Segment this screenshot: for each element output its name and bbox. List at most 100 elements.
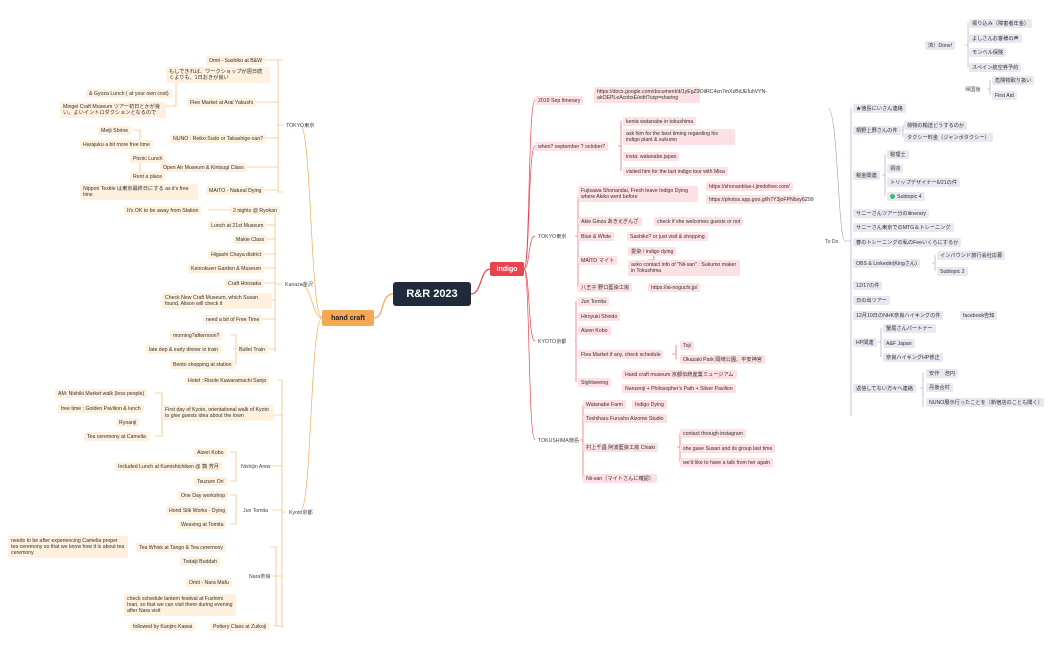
indigo-kyoto[interactable]: KYOTO京都 bbox=[538, 338, 567, 345]
kyoto-firstday[interactable]: First day of Kyoto, orientational walk o… bbox=[162, 405, 274, 421]
tokyo-node[interactable]: TOKYO東京 bbox=[286, 122, 315, 129]
todo-t10a[interactable]: facebook告知 bbox=[960, 311, 998, 321]
todo-done-1[interactable]: 振り込み（障害者年金） bbox=[969, 19, 1033, 29]
todo-t12c[interactable]: NUNO展示行ったことを（新宿店のことも聞く） bbox=[926, 398, 1044, 408]
todo-t11b[interactable]: A&F Japan bbox=[883, 339, 915, 349]
nara-todaiji[interactable]: Todaiji Buddah bbox=[180, 557, 221, 567]
indigo-aizome[interactable]: 愛染 / indigo dying bbox=[628, 247, 677, 257]
kanazawa-bullet[interactable]: Bullet Train bbox=[236, 345, 268, 355]
todo-t3[interactable]: 税金関連 bbox=[853, 171, 880, 181]
indigo-talk[interactable]: we'd like to have a talk from her again bbox=[680, 458, 773, 468]
todo-t2a[interactable]: 荷物の輸送どうするのか bbox=[904, 121, 968, 131]
indigo-node[interactable]: indigo bbox=[490, 262, 524, 276]
kyoto-jun[interactable]: Jun Tomita bbox=[243, 507, 268, 514]
todo-done-2[interactable]: よしさんお客様の声 bbox=[969, 34, 1022, 44]
kyoto-node[interactable]: Kyoto京都 bbox=[289, 509, 313, 516]
tokyo-mingei[interactable]: Mingei Craft Museum ツアー初日とかが良い。よいイントロダクシ… bbox=[60, 102, 166, 118]
indigo-nanzenji[interactable]: Nanzenji + Philosopher's Path + Silver P… bbox=[622, 384, 736, 394]
todo-after[interactable]: 帰国後 bbox=[965, 86, 981, 93]
indigo-visited[interactable]: visited him for the last indigo tour wit… bbox=[623, 167, 728, 177]
tokyo-meiji[interactable]: Meiji Shrine bbox=[98, 126, 132, 136]
tokyo-maito[interactable]: MAITO - Natural Dying bbox=[206, 186, 265, 196]
indigo-hiroyuki[interactable]: Hiroyuki Shindo bbox=[578, 312, 621, 322]
todo-t12[interactable]: 返信してない方々へ連絡 bbox=[853, 384, 916, 394]
tokyo-harajuku[interactable]: Harajuku a bit more free time bbox=[80, 140, 153, 150]
tokyo-openair[interactable]: Open Air Museum & Kintsugi Class bbox=[160, 163, 247, 173]
todo-after-1[interactable]: 危険物取り扱い bbox=[992, 76, 1035, 86]
indigo-hachioji[interactable]: 八王子 野口藍染工房 bbox=[578, 283, 633, 293]
indigo-okazaki[interactable]: Okazaki Park 岡崎公園、平安神宮 bbox=[680, 355, 765, 365]
todo-t11a[interactable]: 蟹尾さんパートナー bbox=[883, 324, 936, 334]
nara-kanjiro[interactable]: followed by Kanjiro Kawai bbox=[130, 622, 196, 632]
indigo-jun[interactable]: Jun Tomita bbox=[578, 297, 609, 307]
todo-done-3[interactable]: モンベル保険 bbox=[969, 48, 1007, 58]
todo-after-2[interactable]: First Aid bbox=[992, 91, 1017, 101]
todo-t3d[interactable]: Subtopic 4 bbox=[887, 192, 925, 202]
todo-t11[interactable]: HP関連 bbox=[853, 338, 877, 348]
todo-t1[interactable]: ★徳島にいさん連絡 bbox=[853, 104, 906, 114]
kanazawa-higashi[interactable]: Higashi Chaya district bbox=[208, 250, 265, 260]
todo-done[interactable]: 済）Done! bbox=[925, 41, 956, 51]
indigo-gave[interactable]: she gave Susan and its group last time bbox=[680, 444, 776, 454]
todo-t4[interactable]: サニーさんツアー分のitinerary bbox=[853, 209, 930, 219]
kanazawa-freetime[interactable]: need a bit of Free Time bbox=[203, 315, 263, 325]
indigo-blue[interactable]: Blue & White bbox=[578, 232, 614, 242]
indigo-handcraft[interactable]: Hand craft museum 京都伝統産業ミュージアム bbox=[622, 370, 737, 380]
nara-node[interactable]: Nara奈良 bbox=[249, 573, 271, 580]
tokyo-nuno[interactable]: NUNO : Reiko Sudo or Takashige-san? bbox=[170, 134, 267, 144]
indigo-welcome[interactable]: check if she welcomes guests or not bbox=[654, 217, 744, 227]
indigo-asko[interactable]: asko contact info of "Nii-san" : Sukumo … bbox=[628, 260, 740, 276]
kyoto-nishiki[interactable]: AM: Nishiki Market walk (less people) bbox=[55, 389, 148, 399]
kyoto-oneday[interactable]: One Day workshop bbox=[178, 491, 229, 501]
todo-t7b[interactable]: Subtopic 2 bbox=[937, 267, 968, 277]
tokyo-flea[interactable]: Flee Market at Arai Yakushi bbox=[187, 98, 256, 108]
kanazawa-kenrokuen[interactable]: Kenrokuen Garden & Museum bbox=[188, 264, 265, 274]
kyoto-weaving[interactable]: Weaving at Tomita bbox=[178, 520, 227, 530]
indigo-fujisawa[interactable]: Fujisawa Shonandai, Fresh leave Indigo D… bbox=[578, 186, 698, 202]
indigo-url1[interactable]: https://shonanblue-i.jimdofree.com/ bbox=[706, 182, 793, 192]
indigo-tokushima[interactable]: TOKUSHIMA徳島 bbox=[538, 437, 580, 444]
nara-needs[interactable]: needs to be after experiencing Camelia p… bbox=[8, 536, 128, 559]
todo-t10[interactable]: 12月10日のNHK奈良ハイキングの件 bbox=[853, 311, 944, 321]
indigo-niisan[interactable]: Nii-san（マイトさんに確認） bbox=[583, 474, 658, 484]
indigo-sashiko[interactable]: Sashiko? or just visit & shopping bbox=[627, 232, 708, 242]
indigo-insta[interactable]: insta: watanabe.japan bbox=[623, 152, 680, 162]
tokyo-omit[interactable]: Omit - Sashiko at B&W bbox=[206, 56, 266, 66]
tokyo-nippori[interactable]: Nippori Textile は東京最終日にする as it's free t… bbox=[80, 184, 198, 200]
indigo-sep[interactable]: 2019 Sep Itinerary bbox=[535, 96, 584, 106]
indigo-maito[interactable]: MAITO マイト bbox=[578, 256, 618, 266]
todo-t2b[interactable]: タクシー料金（ジャンボタクシー） bbox=[904, 133, 993, 143]
todo-node[interactable]: To Do bbox=[825, 238, 839, 245]
kyoto-camelia[interactable]: Tea ceremony at Camelia bbox=[84, 432, 149, 442]
todo-t3c[interactable]: トリップデザイナー6/21の件 bbox=[887, 178, 961, 188]
nara-lantern[interactable]: check schedule lantern festival at Fushi… bbox=[124, 594, 236, 617]
todo-t3b[interactable]: 領収 bbox=[887, 164, 904, 174]
tokyo-rent[interactable]: Rent a place bbox=[130, 172, 166, 182]
kanazawa-node[interactable]: Kanaza金沢 bbox=[285, 281, 313, 288]
indigo-url2[interactable]: https://photos.app.goo.gl/h7Y3joFPNbxy6Z… bbox=[706, 195, 814, 205]
todo-t2[interactable]: 桐野上野さんの件 bbox=[853, 126, 901, 136]
indigo-askhim[interactable]: ask him for the best timing regarding hi… bbox=[623, 129, 735, 145]
kanazawa-newcraft[interactable]: Check New Craft Museum, which Susan foun… bbox=[162, 293, 272, 309]
todo-t12b[interactable]: 丹後合村 bbox=[926, 383, 953, 393]
indigo-sight[interactable]: Sightseeing bbox=[578, 378, 612, 388]
indigo-contact[interactable]: contact through instagram bbox=[680, 429, 746, 439]
todo-t7a[interactable]: インバウンド旅行会社応募 bbox=[937, 251, 1006, 261]
todo-t6[interactable]: 春のトレーニングの私のFeeいくらにするか bbox=[853, 238, 962, 248]
tokyo-gyoza[interactable]: & Gyoza Lunch ( at your own cost) bbox=[86, 89, 172, 99]
todo-t7[interactable]: OBS & Linkedin(Kingさん) bbox=[853, 259, 920, 269]
todo-t8[interactable]: 12/17の件 bbox=[853, 281, 883, 291]
indigo-toji[interactable]: Toji bbox=[680, 341, 694, 351]
indigo-aizen[interactable]: Aizen Kobo bbox=[578, 326, 611, 336]
nara-whisk[interactable]: Tea Whisk at Tango & Tea ceremony bbox=[136, 543, 227, 553]
kanazawa-bento[interactable]: Bento shopping at station bbox=[170, 360, 235, 370]
kyoto-golden[interactable]: free time : Golden Pavilion & lunch bbox=[58, 404, 144, 414]
indigo-flea[interactable]: Flea Market if any, check schedule bbox=[578, 350, 664, 360]
indigo-doc-link[interactable]: https://docs.google.com/document/d/1yEgZ… bbox=[594, 87, 767, 103]
kanazawa-ryokan[interactable]: 2 nights @ Ryokan bbox=[230, 206, 280, 216]
todo-t12a[interactable]: 安作 浩円 bbox=[926, 369, 958, 379]
kyoto-hotel[interactable]: Hotel : Risole Kawaramachi Sanjo bbox=[185, 376, 270, 386]
todo-done-4[interactable]: スペイン航空券予約 bbox=[969, 63, 1022, 73]
tokyo-workshop[interactable]: もしできれば、ワークショップが週日続くよりも、1日おきが良い bbox=[166, 67, 270, 83]
indigo-akie[interactable]: Akie Ginza あきえぎんざ bbox=[578, 217, 642, 227]
